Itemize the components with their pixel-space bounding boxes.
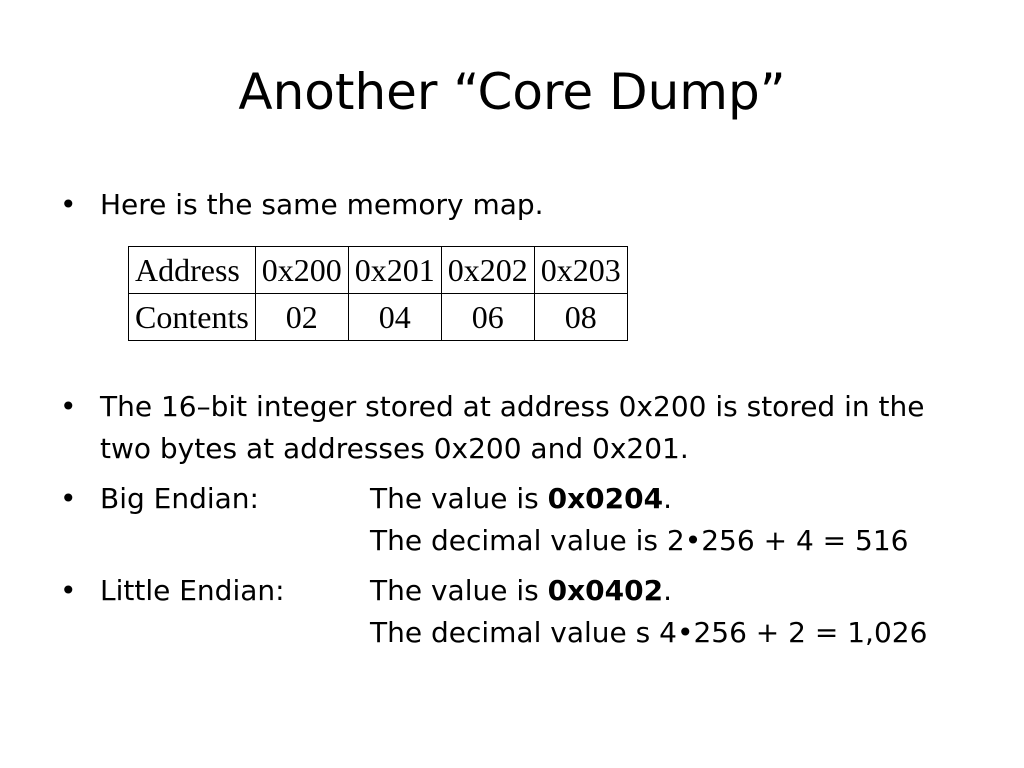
bullet-little-endian: • Little Endian:The value is 0x0402.The … [60, 570, 960, 654]
bullet-dot: • [60, 574, 77, 607]
endian-label: Big Endian: [100, 482, 259, 515]
value-line-1: The value is 0x0204. [370, 478, 908, 520]
table-cell: 02 [254, 293, 349, 341]
table-cell: 0x202 [440, 246, 535, 294]
hex-value: 0x0204 [547, 482, 664, 515]
endian-label: Little Endian: [100, 574, 285, 607]
value-prefix: The value is [370, 574, 548, 607]
bullet-text: The 16–bit integer stored at address 0x2… [100, 390, 925, 465]
bullet-16bit-integer: • The 16–bit integer stored at address 0… [60, 386, 960, 470]
table-cell: 04 [347, 293, 442, 341]
value-suffix: . [663, 482, 673, 515]
value-suffix: . [663, 574, 673, 607]
value-line-2: The decimal value s 4•256 + 2 = 1,026 [370, 616, 928, 649]
bullet-dot: • [60, 188, 77, 221]
memory-map-table: Address 0x200 0x201 0x202 0x203 Contents… [128, 246, 628, 341]
bullet-memory-map: • Here is the same memory map. [60, 184, 544, 226]
table-cell: 0x200 [254, 246, 349, 294]
bullet-text: Here is the same memory map. [100, 188, 544, 221]
bullet-dot: • [60, 390, 77, 423]
bullet-body: Little Endian: The value is 0x0402. The de… [100, 570, 960, 654]
table-cell: 0x201 [347, 246, 442, 294]
endian-values: The value is 0x0402. The decimal value s … [370, 570, 927, 654]
value-prefix: The value is [370, 482, 548, 515]
slide-title: Another “Core Dump” [238, 63, 786, 121]
table-cell: 06 [440, 293, 535, 341]
table-cell: 08 [533, 293, 628, 341]
table-cell-address-header: Address [128, 246, 256, 294]
table-row-address: Address 0x200 0x201 0x202 0x203 [128, 246, 628, 294]
hex-value: 0x0402 [547, 574, 664, 607]
table-cell-contents-header: Contents [128, 293, 256, 341]
endian-values: The value is 0x0204. The decimal value is… [370, 478, 908, 562]
table-cell: 0x203 [533, 246, 628, 294]
value-line-2: The decimal value is 2•256 + 4 = 516 [370, 524, 909, 557]
bullet-big-endian: • Big Endian: The value is 0x0204. The dec… [60, 478, 960, 562]
bullet-body: Big Endian: The value is 0x0204. The decim… [100, 478, 960, 562]
value-line-1: The value is 0x0402. [370, 570, 927, 612]
table-row-contents: Contents 02 04 06 08 [128, 293, 628, 341]
bullet-dot: • [60, 482, 77, 515]
